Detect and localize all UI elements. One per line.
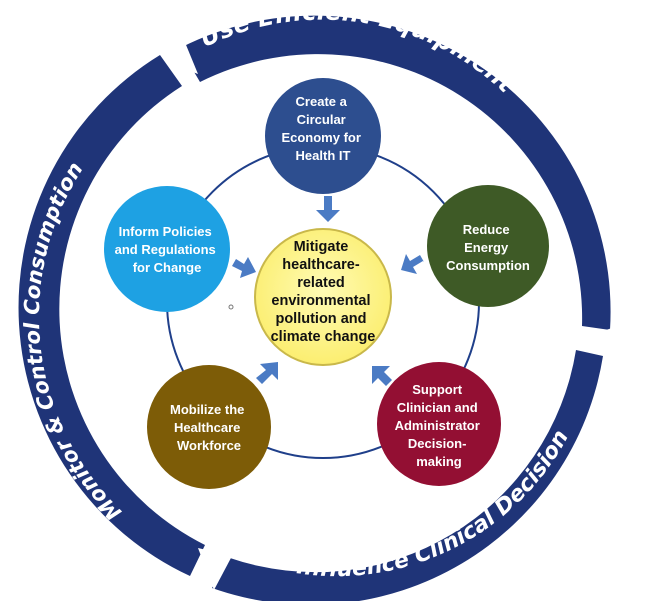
ring-segment-bottom: [212, 350, 603, 601]
arrow-from-support-decision: [372, 366, 392, 386]
ring-arrowhead-top: [166, 40, 198, 74]
ring-segment-top: [180, 15, 611, 331]
center-goal-circle: [254, 228, 392, 366]
ring-segment-left: [18, 55, 206, 576]
node-reduce-energy: Reduce Energy Consumption: [427, 185, 549, 307]
ring-arrowhead-right: [576, 328, 612, 350]
node-circle: [377, 362, 501, 486]
node-label: Create a Circular Economy for Health IT: [281, 94, 364, 163]
node-inform-policies: Inform Policies and Regulations for Chan…: [104, 186, 230, 312]
arrow-from-circular-economy: [316, 196, 340, 222]
decorative-dot: [228, 304, 234, 310]
node-support-decision: Support Clinician and Administrator Deci…: [377, 362, 501, 486]
center-goal: Mitigate healthcare- related environment…: [254, 228, 392, 366]
node-circle: [104, 186, 230, 312]
ring-arrowhead-bottom: [198, 548, 232, 590]
node-label: Inform Policies and Regulations for Chan…: [115, 224, 220, 275]
node-circle: [265, 78, 381, 194]
node-label: Reduce Energy Consumption: [446, 222, 530, 273]
center-goal-label: Mitigate healthcare- related environment…: [271, 239, 376, 345]
outer-cycle-ring: [18, 15, 612, 601]
node-circle: [427, 185, 549, 307]
arrow-from-inform-policies: [232, 257, 256, 278]
node-mobilize-workforce: Mobilize the Healthcare Workforce: [147, 365, 271, 489]
node-circular-economy: Create a Circular Economy for Health IT: [265, 78, 381, 194]
node-label: Support Clinician and Administrator Deci…: [395, 382, 484, 469]
inward-arrows: [232, 196, 424, 386]
node-label: Mobilize the Healthcare Workforce: [170, 402, 248, 453]
arrow-from-mobilize-workforce: [256, 362, 278, 384]
node-circle: [147, 365, 271, 489]
arrow-from-reduce-energy: [401, 254, 424, 274]
